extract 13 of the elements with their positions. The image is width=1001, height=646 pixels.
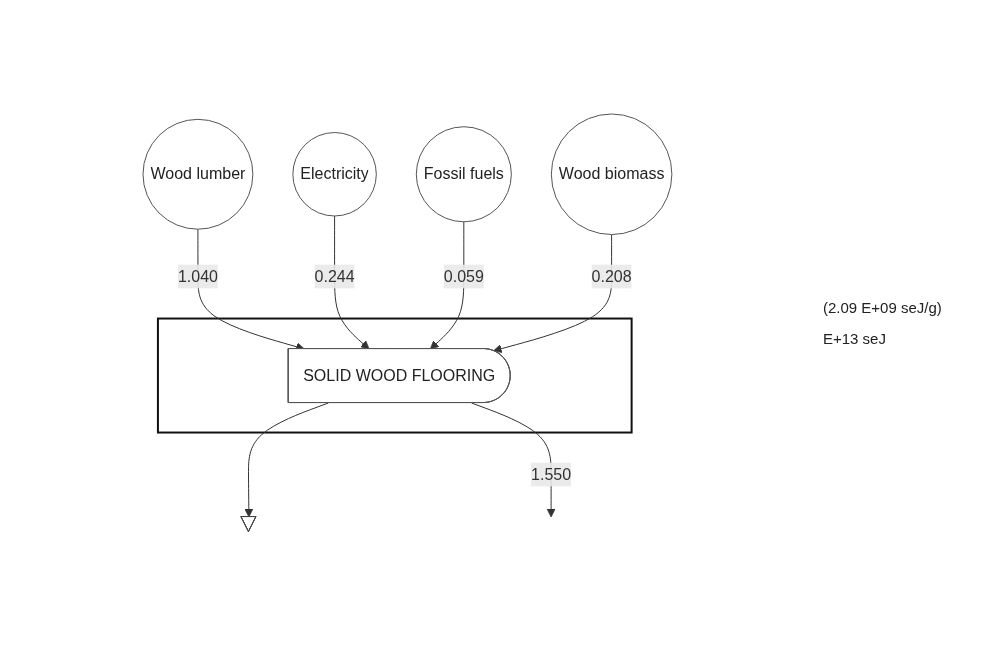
edge-label: 0.059 xyxy=(443,267,484,285)
node-circle: Fossil fuels xyxy=(415,126,512,223)
cluster xyxy=(157,317,633,434)
node-circle: Electricity xyxy=(292,132,377,217)
edge-label: 0.208 xyxy=(591,267,632,285)
note-label: (2.09 E+09 seJ/g) xyxy=(823,299,943,316)
edge-label: 1.550 xyxy=(531,465,572,483)
arrow xyxy=(244,402,329,518)
note-label: E+13 seJ xyxy=(823,330,887,347)
node-circle: Wood lumber xyxy=(142,119,254,230)
node-circle: Wood biomass xyxy=(550,113,673,236)
edge-label: 1.040 xyxy=(177,267,219,285)
edge-label: 0.244 xyxy=(314,267,355,285)
